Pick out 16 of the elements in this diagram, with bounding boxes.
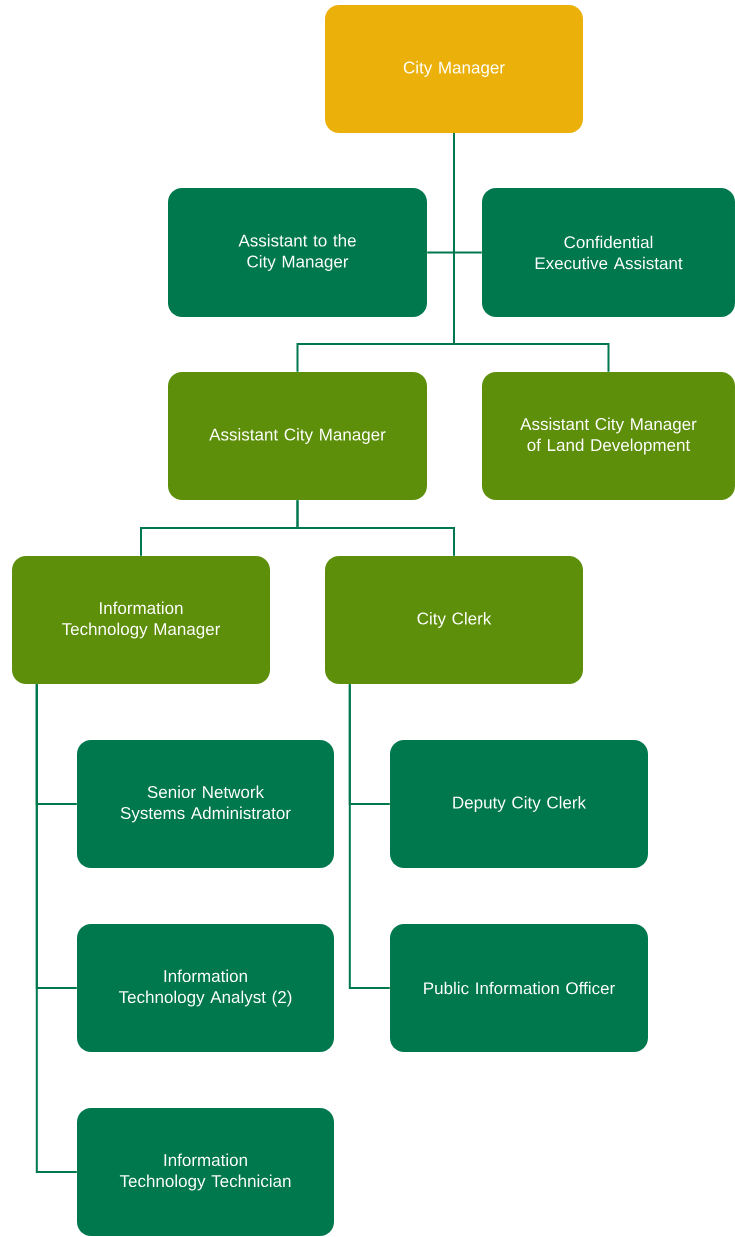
connector-line (453, 132, 610, 373)
org-box: City Clerk (325, 556, 583, 684)
org-box: City Manager (325, 5, 583, 133)
org-box: Senior Network Systems Administrator (77, 740, 334, 868)
org-box: Assistant City Manager of Land Development (482, 372, 735, 500)
org-box: Assistant City Manager (168, 372, 427, 500)
org-box: Confidential Executive Assistant (482, 188, 735, 317)
connector-line (348, 683, 391, 989)
org-box: Assistant to the City Manager (168, 188, 427, 317)
org-box: Deputy City Clerk (390, 740, 648, 868)
connector-line (296, 499, 455, 557)
connector-line (35, 683, 78, 1173)
org-box: Information Technology Manager (12, 556, 270, 684)
org-box: Public Information Officer (390, 924, 648, 1052)
org-box: Information Technology Technician (77, 1108, 334, 1236)
org-box: Information Technology Analyst (2) (77, 924, 334, 1052)
